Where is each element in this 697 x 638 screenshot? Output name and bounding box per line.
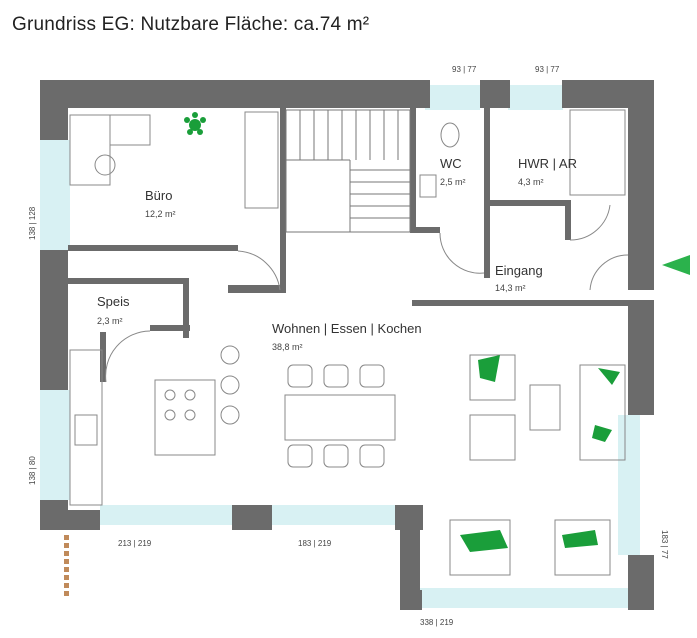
room-area-hwr: 4,3 m²: [518, 177, 544, 187]
dim-left-buero: 138 | 128: [28, 206, 37, 240]
dim-bottom-left: 213 | 219: [118, 539, 152, 548]
plant-icon: [184, 112, 206, 135]
room-area-eingang: 14,3 m²: [495, 283, 526, 293]
room-label-wc: WC: [440, 156, 462, 171]
terrace-edge: [64, 535, 69, 596]
room-label-buero: Büro: [145, 188, 172, 203]
staircase: [285, 109, 411, 233]
desk: [69, 114, 151, 186]
room-area-wc: 2,5 m²: [440, 177, 466, 187]
kitchen: [69, 345, 240, 506]
outer-walls: [40, 80, 654, 610]
dining-table: [284, 364, 396, 468]
page-title: Grundriss EG: Nutzbare Fläche: ca.74 m²: [12, 14, 370, 35]
entrance-arrow-icon: [662, 255, 690, 275]
shelf: [244, 111, 279, 209]
room-label-wohnen: Wohnen | Essen | Kochen: [272, 321, 422, 336]
room-label-hwr: HWR | AR: [518, 156, 577, 171]
room-label-eingang: Eingang: [495, 263, 543, 278]
dim-right: 183 | 77: [660, 530, 669, 559]
dim-bottom-right: 338 | 219: [420, 618, 454, 627]
room-area-speis: 2,3 m²: [97, 316, 123, 326]
dim-top-wc: 93 | 77: [452, 65, 477, 74]
room-label-speis: Speis: [97, 294, 130, 309]
living-furniture: [449, 354, 626, 576]
dim-bottom-mid: 183 | 219: [298, 539, 332, 548]
room-area-wohnen: 38,8 m²: [272, 342, 303, 352]
dim-left-kitchen: 138 | 80: [28, 456, 37, 485]
inner-walls: [68, 108, 628, 382]
window-glass: [40, 85, 640, 608]
wc-fixtures: [419, 122, 460, 198]
hwr-appliance: [569, 109, 626, 196]
door-arcs: [105, 204, 629, 383]
dim-top-hwr: 93 | 77: [535, 65, 560, 74]
room-area-buero: 12,2 m²: [145, 209, 176, 219]
green-cushions: [460, 355, 620, 552]
